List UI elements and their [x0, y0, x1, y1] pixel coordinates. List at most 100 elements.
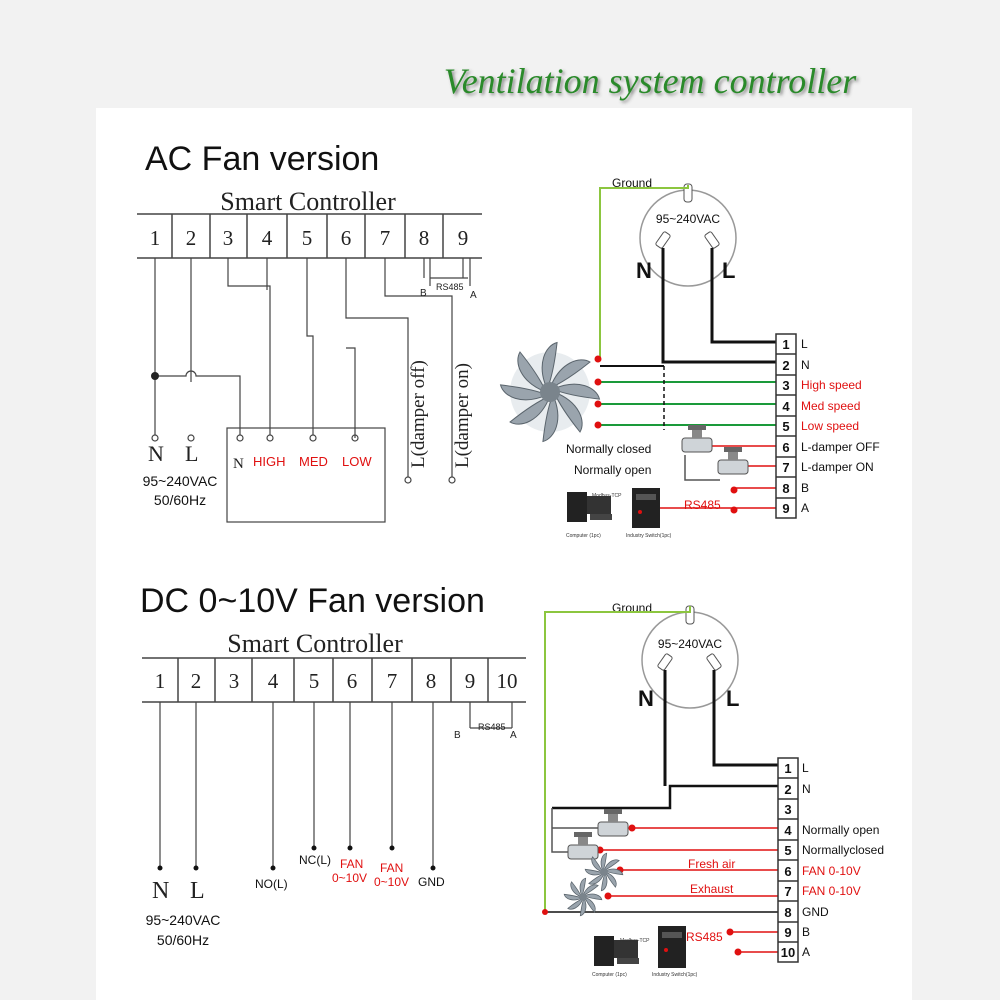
dc-terminal-5: 5: [309, 669, 320, 693]
dc-block-label-7: FAN 0-10V: [802, 884, 861, 898]
ac-fan-icon: [498, 340, 602, 444]
dc-block-label-6: FAN 0-10V: [802, 864, 861, 878]
ac-terminal-9: 9: [458, 226, 469, 250]
ac-box-low: LOW: [342, 454, 372, 469]
dc-heading: DC 0~10V Fan version: [140, 582, 485, 620]
dc-gnd-label: GND: [418, 875, 445, 889]
dc-block-label-8: GND: [802, 905, 829, 919]
dc-block-9: 9: [784, 925, 791, 940]
ac-right-diagram: 95~240VAC Ground N L: [498, 176, 880, 539]
ac-rs485-label: RS485: [436, 282, 464, 292]
ac-normally-closed: Normally closed: [566, 442, 651, 456]
ac-computer-label: Computer (1pc): [566, 533, 601, 539]
dc-socket-l-label: L: [726, 686, 739, 711]
ac-block-2: 2: [782, 358, 789, 373]
ac-fan-box: [226, 427, 386, 523]
dc-block-6: 6: [784, 864, 791, 879]
ac-socket-l-pin: [704, 231, 720, 249]
dc-fan1-range: 0~10V: [332, 871, 367, 885]
dc-terminal-numbers: 1 2 3 4 5 6 7 8 9 10: [155, 669, 518, 693]
ac-left-wiring: [154, 258, 471, 478]
ac-terminal-3: 3: [223, 226, 234, 250]
dc-terminal-strip: [142, 657, 526, 703]
ac-modbus-label: Modbus-TCP: [592, 493, 622, 499]
ac-damper-open-icon: [717, 447, 749, 475]
dc-damper-open-icon: [597, 809, 629, 837]
dc-no-l: NO(L): [255, 877, 288, 891]
ac-terminal-4: 4: [262, 226, 273, 250]
ac-block-numbers: 1 2 3 4 5 6 7 8 9: [782, 337, 790, 516]
dc-exhaust-fan-icon: [563, 877, 603, 917]
ac-block-label-8: B: [801, 481, 809, 495]
ac-block-label-1: L: [801, 337, 808, 351]
dc-terminal-3: 3: [229, 669, 240, 693]
ac-rs485-a: A: [470, 290, 477, 301]
ac-block-6: 6: [782, 440, 789, 455]
dc-right-diagram: 95~240VAC Ground N L: [542, 601, 884, 978]
ac-block-1: 1: [782, 337, 789, 352]
ac-block-label-7: L-damper ON: [801, 460, 874, 474]
ac-terminal-ends: [151, 434, 456, 484]
ac-block-label-5: Low speed: [801, 419, 859, 433]
ac-damper-closed-icon: [681, 425, 713, 453]
ac-terminal-numbers: 1 2 3 4 5 6 7 8 9: [150, 226, 469, 250]
dc-block-1: 1: [784, 761, 791, 776]
ac-box-n: N: [233, 456, 244, 472]
dc-block-4: 4: [784, 823, 792, 838]
ac-normally-open: Normally open: [574, 463, 651, 477]
dc-power-socket: [641, 611, 739, 709]
page-title: Ventilation system controller: [444, 61, 858, 101]
dc-block-5: 5: [784, 843, 791, 858]
ac-rs485-right: RS485: [684, 498, 721, 512]
ac-terminal-block: [775, 333, 797, 519]
ac-block-label-3: High speed: [801, 378, 862, 392]
ac-block-label-9: A: [801, 501, 809, 515]
ac-l-label: L: [185, 441, 198, 466]
dc-switch-icon: [658, 926, 686, 968]
dc-rs485-right: RS485: [686, 930, 723, 944]
ac-box-high: HIGH: [253, 454, 286, 469]
dc-controller-label: Smart Controller: [227, 629, 403, 658]
dc-block-3: 3: [784, 802, 791, 817]
ac-socket-voltage: 95~240VAC: [656, 212, 720, 226]
dc-exhaust-label: Exhaust: [690, 882, 734, 896]
ac-computer-icon: [567, 492, 612, 522]
dc-panel: [96, 560, 912, 1000]
dc-terminal-1: 1: [155, 669, 166, 693]
dc-supply-frequency: 50/60Hz: [157, 932, 209, 948]
ac-block-label-6: L-damper OFF: [801, 440, 880, 454]
ac-terminal-strip: [137, 213, 482, 259]
dc-modbus-label: Modbus-TCP: [620, 938, 650, 944]
dc-terminal-6: 6: [347, 669, 358, 693]
ac-socket-n-label: N: [636, 258, 652, 283]
dc-rs485-b: B: [454, 730, 461, 741]
ac-terminal-6: 6: [341, 226, 352, 250]
dc-terminal-4: 4: [268, 669, 279, 693]
dc-terminal-7: 7: [387, 669, 398, 693]
dc-terminal-10: 10: [497, 669, 518, 693]
dc-socket-l-pin: [706, 653, 722, 671]
ac-block-5: 5: [782, 419, 789, 434]
ac-socket-l-label: L: [722, 258, 735, 283]
ac-switch-icon: [632, 488, 660, 528]
ac-n-label: N: [148, 441, 164, 466]
dc-switch-label: Industry Switch(1pc): [652, 972, 698, 978]
dc-supply-voltage: 95~240VAC: [146, 912, 221, 928]
dc-ground-dot: [542, 909, 548, 915]
ac-terminal-8: 8: [419, 226, 430, 250]
ac-damper-off: L(damper off): [408, 360, 429, 468]
dc-fresh-air-fan-icon: [584, 852, 624, 892]
ac-damper-on: L(damper on): [452, 363, 473, 468]
dc-block-label-4: Normally open: [802, 823, 879, 837]
ac-heading: AC Fan version: [145, 140, 379, 178]
dc-terminal-9: 9: [465, 669, 476, 693]
dc-left-wiring: [159, 702, 513, 866]
dc-fan1-label: FAN: [340, 857, 363, 871]
dc-terminal-2: 2: [191, 669, 202, 693]
ac-terminal-1: 1: [150, 226, 161, 250]
ac-block-9: 9: [782, 501, 789, 516]
dc-n-label: N: [152, 878, 169, 904]
dc-block-label-1: L: [802, 761, 809, 775]
ac-block-7: 7: [782, 460, 789, 475]
